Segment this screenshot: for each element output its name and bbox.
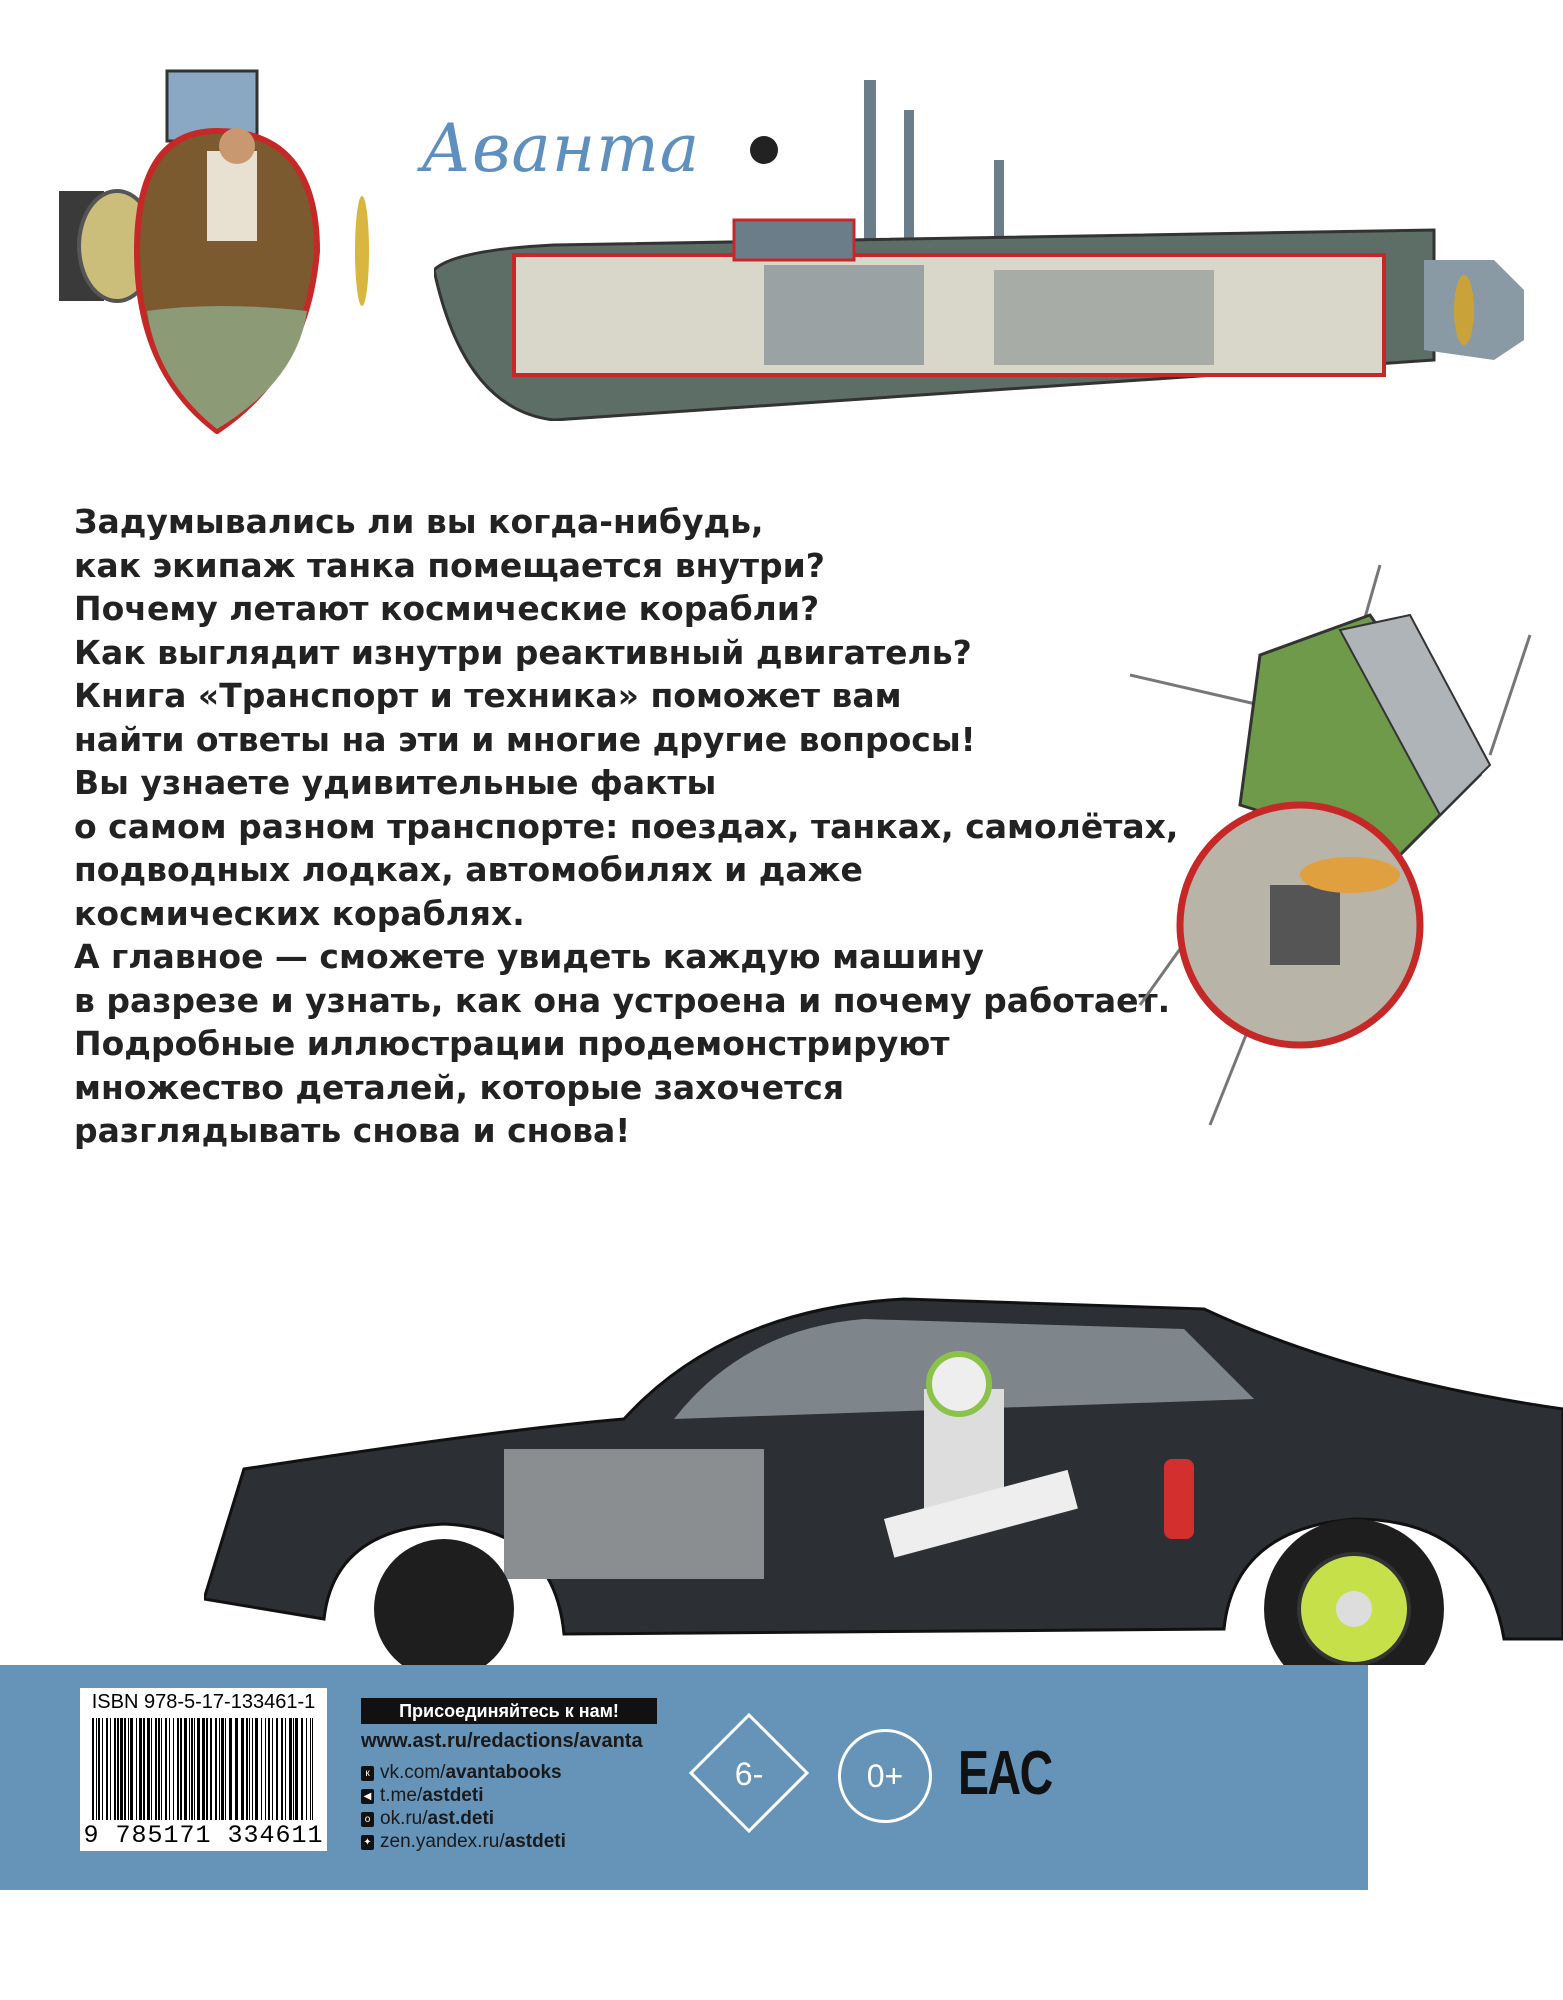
barcode-bar (249, 1718, 250, 1820)
blurb-line: Книга «Транспорт и техника» поможет вам (74, 676, 902, 715)
barcode-bar (312, 1718, 313, 1820)
barcode-bar (221, 1718, 224, 1820)
blurb-line: в разрезе и узнать, как она устроена и п… (74, 980, 1171, 1020)
barcode-bar (169, 1718, 170, 1820)
barcode-bar (194, 1718, 195, 1820)
barcode-bar (301, 1718, 303, 1820)
barcode-bar (117, 1718, 119, 1820)
barcode-bar (124, 1718, 126, 1820)
barcode-bar (151, 1718, 152, 1820)
barcode-bar (110, 1718, 111, 1820)
submarine-illustration (434, 80, 1524, 421)
social-link-zen[interactable]: ✦ zen.yandex.ru/astdeti (361, 1831, 566, 1853)
barcode-bar (180, 1718, 182, 1820)
barcode-bar (265, 1718, 266, 1820)
barcode-bar (128, 1718, 129, 1820)
barcode-bar (189, 1718, 190, 1820)
barcode-bar (202, 1718, 205, 1820)
telegram-icon: ◀ (361, 1788, 374, 1804)
blurb-line: множество деталей, которые захочется (74, 1067, 845, 1107)
barcode-bar (210, 1718, 212, 1820)
blurb-line: Почему летают космические корабли? (74, 589, 820, 628)
social-link-telegram[interactable]: ◀ t.me/astdeti (361, 1785, 483, 1807)
blurb-line: Как выглядит изнутри реактивный двигател… (74, 632, 972, 672)
age-rating-0: 0+ (838, 1729, 932, 1823)
age-rating-6: 6- (735, 1756, 763, 1792)
join-us-label: Присоединяйтесь к нам! (361, 1698, 657, 1724)
barcode-bar (114, 1718, 116, 1820)
barcode-bar (173, 1718, 174, 1820)
barcode-bar (139, 1718, 142, 1820)
blurb-line: космических кораблях. (74, 893, 525, 933)
barcode-bar (130, 1718, 133, 1820)
age-rating-diamond: 6- (689, 1713, 809, 1833)
barcode-bars (92, 1718, 313, 1820)
odnoklassniki-icon: o (361, 1811, 374, 1827)
vk-icon: к (361, 1765, 374, 1781)
barcode-bar (261, 1718, 262, 1820)
eac-mark: EAC (958, 1739, 1053, 1808)
barcode-bar (229, 1718, 232, 1820)
barcode-bar (293, 1718, 294, 1820)
barcode-bar (92, 1718, 94, 1820)
barcode-bar (235, 1718, 238, 1820)
website-link[interactable]: www.ast.ru/redactions/avanta (361, 1730, 643, 1752)
barcode-bar (147, 1718, 150, 1820)
barcode-bar (272, 1718, 273, 1820)
social-link-odnoklassniki[interactable]: o ok.ru/ast.deti (361, 1808, 494, 1830)
barcode-bar (206, 1718, 208, 1820)
blurb-line: Задумывались ли вы когда-нибудь, (74, 502, 764, 541)
barcode-bar (184, 1718, 187, 1820)
social-link-vk[interactable]: к vk.com/avantabooks (361, 1762, 562, 1784)
barcode-bar (155, 1718, 157, 1820)
barcode-bar (215, 1718, 217, 1820)
bathysphere-illustration (59, 69, 369, 434)
barcode-bar (165, 1718, 167, 1820)
barcode-bar (136, 1718, 137, 1820)
zen-icon: ✦ (361, 1834, 374, 1850)
blurb-line: разглядывать снова и снова! (74, 1111, 631, 1150)
space-capsule-illustration (1129, 564, 1532, 1126)
barcode-bar (120, 1718, 123, 1820)
barcode-bar (276, 1718, 278, 1820)
barcode-bar (191, 1718, 193, 1820)
isbn-barcode: ISBN 978-5-17-133461-1 9 785171 334611 (80, 1688, 327, 1851)
barcode-bar (158, 1718, 160, 1820)
blurb-line: как экипаж танка помещается внутри? (74, 545, 825, 585)
blurb-line: Подробные иллюстрации продемонстрируют (74, 1024, 950, 1063)
barcode-bar (306, 1718, 307, 1820)
race-car-illustration (204, 1297, 1563, 1665)
barcode-bar (246, 1718, 248, 1820)
barcode-bar (268, 1718, 270, 1820)
blurb-line: найти ответы на эти и многие другие вопр… (74, 719, 976, 759)
ean-number: 9 785171 334611 (83, 1821, 324, 1850)
barcode-bar (98, 1718, 100, 1820)
barcode-bar (102, 1718, 103, 1820)
barcode-bar (161, 1718, 162, 1820)
blurb-text: Задумывались ли вы когда-нибудь, как эки… (74, 500, 1179, 1153)
barcode-bar (310, 1718, 311, 1820)
barcode-bar (281, 1718, 283, 1820)
barcode-bar (106, 1718, 108, 1820)
blurb-line: подводных лодках, автомобилях и даже (74, 850, 863, 889)
blurb-line: о самом разном транспорте: поездах, танк… (74, 806, 1179, 846)
barcode-bar (225, 1718, 226, 1820)
barcode-bar (96, 1718, 97, 1820)
publisher-logo: Аванта (421, 110, 701, 187)
barcode-bar (241, 1718, 244, 1820)
blurb-line: Вы узнаете удивительные факты (74, 763, 717, 802)
barcode-bar (289, 1718, 292, 1820)
barcode-bar (285, 1718, 286, 1820)
barcode-bar (295, 1718, 298, 1820)
barcode-bar (197, 1718, 200, 1820)
isbn-label: ISBN 978-5-17-133461-1 (91, 1691, 316, 1713)
barcode-bar (143, 1718, 145, 1820)
barcode-bar (255, 1718, 258, 1820)
barcode-bar (219, 1718, 220, 1820)
blurb-line: А главное — сможете увидеть каждую машин… (74, 937, 984, 976)
barcode-bar (177, 1718, 179, 1820)
barcode-bar (252, 1718, 253, 1820)
